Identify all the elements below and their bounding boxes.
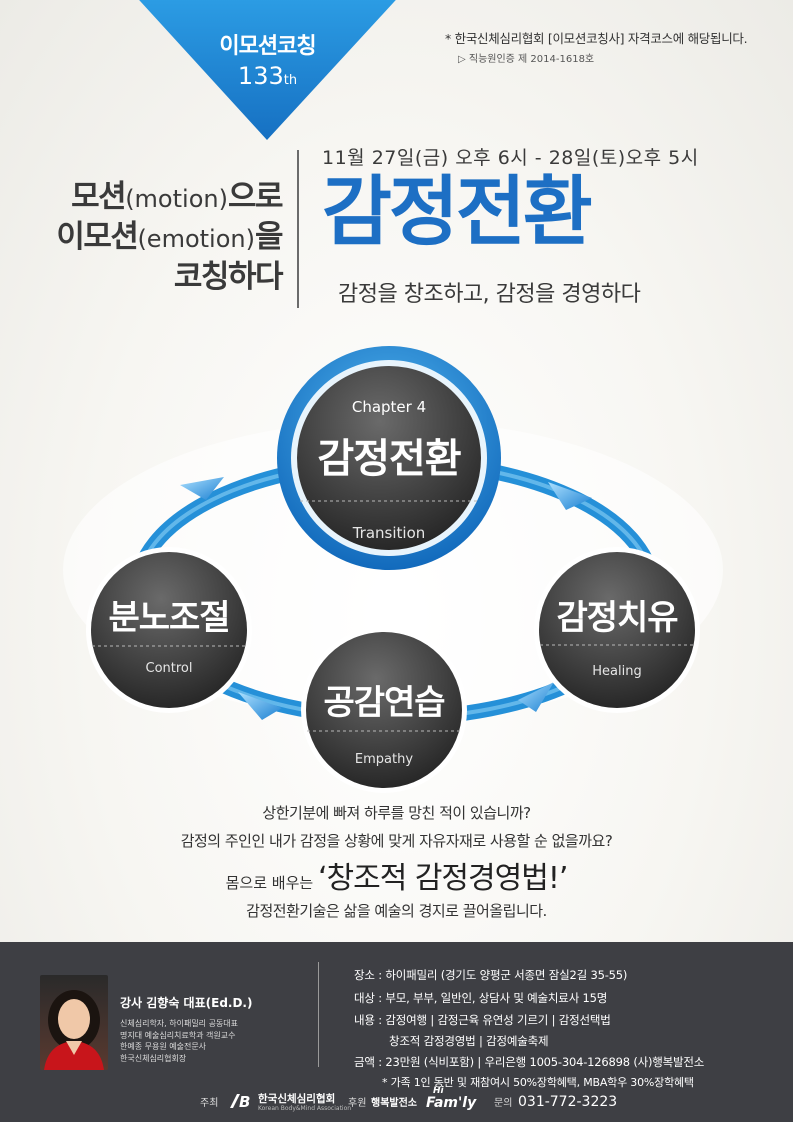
arrow-icon (238, 692, 282, 720)
badge-shape (139, 0, 396, 140)
certification-note: * 한국신체심리협회 [이모션코칭사] 자격코스에 해당됩니다. (445, 31, 748, 46)
sponsor-1: 행복발전소 (371, 1098, 417, 1109)
footer: 강사 김향숙 대표(Ed.D.) 신체심리학자, 하이패밀리 공동대표 명지대 … (0, 942, 793, 1122)
kbma-logo-icon: B (228, 1092, 254, 1115)
bio-line: 한국신체심리협회장 (120, 1053, 187, 1063)
course-badge: 이모션코칭 133th (130, 0, 405, 140)
instructor-photo (40, 975, 108, 1070)
info-fee: 금액 : 23만원 (식비포함) | 우리은행 1005-304-126898 … (354, 1055, 705, 1069)
center-label: 감정전환 (317, 436, 461, 482)
arrow-icon (180, 477, 224, 500)
badge-number-value: 133 (237, 62, 284, 90)
headline-word: 이모션 (56, 219, 139, 255)
tagline: 몸으로 배우는 ‘창조적 감정경영법!’ (0, 853, 793, 897)
info-content: 내용 : 감정여행 | 감정근육 유연성 기르기 | 감정선택법 (354, 1013, 611, 1027)
badge-number: 133th (130, 62, 405, 90)
badge-number-suffix: th (283, 73, 298, 88)
center-sub: Transition (352, 524, 426, 542)
headline-line-2: 이모션(emotion)을 (20, 218, 284, 258)
info-content-cont: 창조적 감정경영법 | 감정예술축제 (389, 1034, 549, 1048)
left-node (91, 552, 247, 708)
info-discount: * 가족 1인 동반 및 재참여시 50%장학혜택, MBA학우 30%장학혜택 (382, 1076, 694, 1089)
footer-divider (318, 962, 319, 1067)
event-subtitle: 감정을 창조하고, 감정을 경영하다 (338, 282, 641, 307)
badge-title: 이모션코칭 (219, 34, 316, 59)
tagline-emphasis: ‘창조적 감정경영법!’ (317, 861, 568, 896)
headline-line-3: 코칭하다 (173, 259, 284, 295)
arrow-icon (518, 682, 554, 712)
bottom-label: 공감연습 (323, 683, 445, 723)
event-date: 11월 27일(금) 오후 6시 - 28일(토)오후 5시 (322, 147, 699, 169)
certification-number: ▷ 직능원인증 제 2014-1618호 (458, 54, 595, 65)
host-org-en: Korean Body&Mind Association (258, 1105, 352, 1112)
arrow-icon (548, 482, 592, 510)
headline-paren: (emotion) (137, 225, 255, 253)
question-1: 상한기분에 빠져 하루를 망친 적이 있습니까? (262, 804, 531, 822)
host-label: 주최 (200, 1098, 219, 1109)
cycle-graphic (63, 346, 723, 793)
headline-word: 을 (254, 219, 284, 255)
instructor-bio: 신체심리학자, 하이패밀리 공동대표 명지대 예술심리치료학과 객원교수 한예종… (120, 1018, 238, 1064)
contact-label: 문의 (494, 1098, 513, 1109)
info-target: 대상 : 부모, 부부, 일반인, 상담사 및 예술치료사 15명 (354, 991, 608, 1005)
question-2: 감정의 주인인 내가 감정을 상황에 맞게 자유자재로 사용할 순 없을까요? (180, 832, 613, 850)
right-label: 감정치유 (556, 598, 678, 638)
right-sub: Healing (592, 664, 642, 679)
headline-word: 으로 (227, 179, 284, 215)
instructor-name: 강사 김향숙 대표(Ed.D.) (120, 996, 253, 1010)
headline: 모션(motion)으로 이모션(emotion)을 코칭하다 (20, 178, 284, 296)
headline-word: 모션 (71, 179, 127, 215)
kbma-mark: B (230, 1093, 250, 1111)
portrait-icon (44, 990, 104, 1070)
headline-paren: (motion) (125, 185, 228, 213)
emotion-cycle-diagram: Chapter 4 감정전환 Transition 분노조절 Control 감… (0, 340, 793, 810)
svg-text:B: B (239, 1093, 250, 1110)
bio-line: 한예종 무용원 예술전문사 (120, 1042, 207, 1051)
right-node (539, 552, 695, 708)
bio-line: 명지대 예술심리치료학과 객원교수 (120, 1030, 236, 1040)
center-node (297, 366, 481, 550)
sponsor-2-hi: Hi (433, 1086, 444, 1096)
sponsor-2: Fam'ly (426, 1095, 477, 1111)
contact-phone[interactable]: 031-772-3223 (518, 1094, 618, 1110)
left-label: 분노조절 (108, 598, 230, 638)
center-chapter: Chapter 4 (351, 398, 427, 416)
headline-line-1: 모션(motion)으로 (20, 178, 284, 218)
host-org: 한국신체심리협회 (258, 1093, 336, 1105)
left-sub: Control (145, 661, 193, 676)
info-place: 장소 : 하이패밀리 (경기도 양평군 서종면 잠실2길 35-55) (354, 968, 628, 982)
event-title: 감정전환 (322, 167, 593, 256)
sponsor-label: 후원 (348, 1098, 367, 1109)
tagline-prefix: 몸으로 배우는 (225, 874, 318, 892)
bottom-node (306, 632, 462, 788)
vertical-divider (297, 150, 299, 308)
bottom-sub: Empathy (354, 752, 414, 767)
bio-line: 신체심리학자, 하이패밀리 공동대표 (120, 1019, 239, 1028)
closing-line: 감정전환기술은 삶을 예술의 경지로 끌어올립니다. (246, 902, 547, 920)
